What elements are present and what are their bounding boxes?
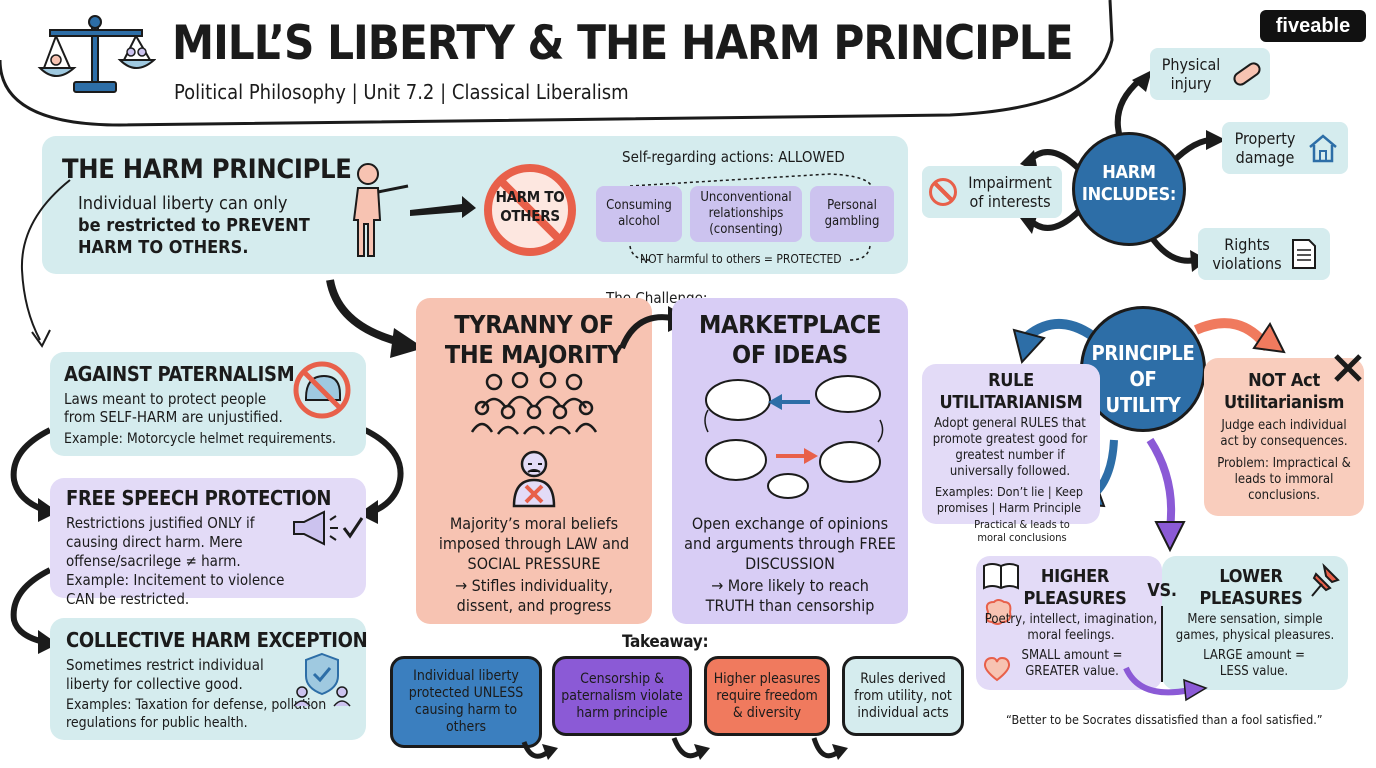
rule-util-note: Practical & leads to moral conclusions [974,518,1070,544]
vs-label: VS. [1147,580,1177,601]
takeaway-label: Takeaway: [622,632,709,652]
page-title: MILL’S LIBERTY & THE HARM PRINCIPLE [172,16,1074,71]
heart-icon [982,656,1012,682]
brain-icon [982,598,1014,626]
act-util-title: NOT Act Utilitarianism [1223,370,1345,413]
vs-divider [1161,606,1163,682]
shield-group-icon [292,652,352,708]
tyranny-title: TYRANNY OF THE MAJORITY [444,310,624,369]
no-harm-sign-label: HARM TO OTHERS [495,188,565,225]
tyranny-body: Majority’s moral beliefs imposed through… [438,514,630,573]
utility-label: PRINCIPLE OF UTILITY [1091,341,1195,417]
takeaway-rules: Rules derived from utility, not individu… [842,656,964,736]
pushpin-icon [1308,560,1344,600]
collective-body: Sometimes restrict individual liberty fo… [66,656,264,693]
no-helmet-icon [292,360,352,420]
free-speech-body: Restrictions justified ONLY if causing d… [66,514,285,608]
left-flow-arrows [10,179,404,654]
rule-util-panel [922,364,1100,524]
scales-icon [36,10,157,98]
act-util-body: Judge each individual act by consequence… [1220,418,1348,449]
rule-util-body: Adopt general RULES that promote greates… [932,416,1088,479]
harm-principle-title: THE HARM PRINCIPLE [62,154,352,185]
example-alcohol: Consuming alcohol [596,186,682,242]
takeaway-pleasures: Higher pleasures require freedom & diver… [704,656,830,736]
higher-pleasures-body: Poetry, intellect, imagination, moral fe… [984,612,1158,643]
page-subtitle: Political Philosophy | Unit 7.2 | Classi… [174,80,629,104]
no-harm-sign-icon [482,162,578,258]
takeaway-arrows [521,737,848,760]
harm-includes-hub [1072,132,1186,246]
collective-examples: Examples: Taxation for defense, pollutio… [66,697,327,731]
pointing-person-icon [338,160,478,260]
example-relationships: Unconventional relationships (consenting… [690,186,802,242]
takeaway-liberty: Individual liberty protected UNLESS caus… [390,656,542,748]
harm-impairment: Impairment of interests [922,166,1062,218]
tyranny-result: → Stifles individuality, dissent, and pr… [454,576,613,615]
self-regarding-label: Self-regarding actions: ALLOWED [622,148,845,166]
crowd-icon [466,371,602,508]
higher-pleasures-value: SMALL amount = GREATER value. [1021,648,1123,679]
document-icon [1292,239,1316,269]
free-speech-title: FREE SPEECH PROTECTION [66,486,332,510]
house-icon [1309,134,1337,163]
higher-to-lower-arrow [1123,666,1208,702]
act-util-problem: Problem: Impractical & leads to immoral … [1217,456,1351,503]
lower-pleasures-title: LOWER PLEASURES [1199,566,1303,609]
harm-property-damage: Property damage [1222,122,1348,174]
rule-util-examples: Examples: Don’t lie | Keep promises | Ha… [934,484,1084,515]
takeaway-censorship: Censorship & paternalism violate harm pr… [552,656,692,736]
paternalism-title: AGAINST PATERNALISM [64,362,295,386]
not-harmful-label: NOT harmful to others = PROTECTED [640,252,842,266]
harm-rights-violations: Rights violations [1198,228,1330,280]
self-regarding-bracket [629,173,873,261]
x-mark-icon [1332,352,1364,384]
marketplace-title: MARKETPLACE OF IDEAS [698,310,882,369]
lower-pleasures-body: Mere sensation, simple games, physical p… [1175,612,1335,643]
to-tyranny-arrow [326,279,424,358]
harm-includes-label: HARM INCLUDES: [1081,162,1177,205]
ideas-exchange-icon [700,372,886,502]
harm-principle-body: Individual liberty can only be restricte… [78,193,310,258]
example-gambling: Personal gambling [810,186,894,242]
harm-physical-injury: Physical injury [1150,48,1270,100]
prohibited-icon [929,178,957,206]
megaphone-icon [290,508,364,548]
collective-title: COLLECTIVE HARM EXCEPTION [66,628,368,652]
act-util-panel [1204,358,1364,516]
socrates-quote: “Better to be Socrates dissatisfied than… [1006,712,1323,727]
higher-pleasures-title: HIGHER PLEASURES [1023,566,1127,609]
bandage-icon [1230,59,1264,89]
lower-pleasures-value: LARGE amount = LESS value. [1203,648,1305,679]
header-outline [0,0,1114,127]
paternalism-body: Laws meant to protect people from SELF-H… [64,390,283,426]
rule-util-title: RULE UTILITARIANISM [939,370,1083,413]
paternalism-example: Example: Motorcycle helmet requirements. [64,431,336,447]
marketplace-body: Open exchange of opinions and arguments … [684,514,896,573]
brand-logo: fiveable [1260,10,1366,42]
paternalism-panel [50,352,366,456]
marketplace-result: → More likely to reach TRUTH than censor… [705,576,875,615]
book-icon [982,562,1020,590]
